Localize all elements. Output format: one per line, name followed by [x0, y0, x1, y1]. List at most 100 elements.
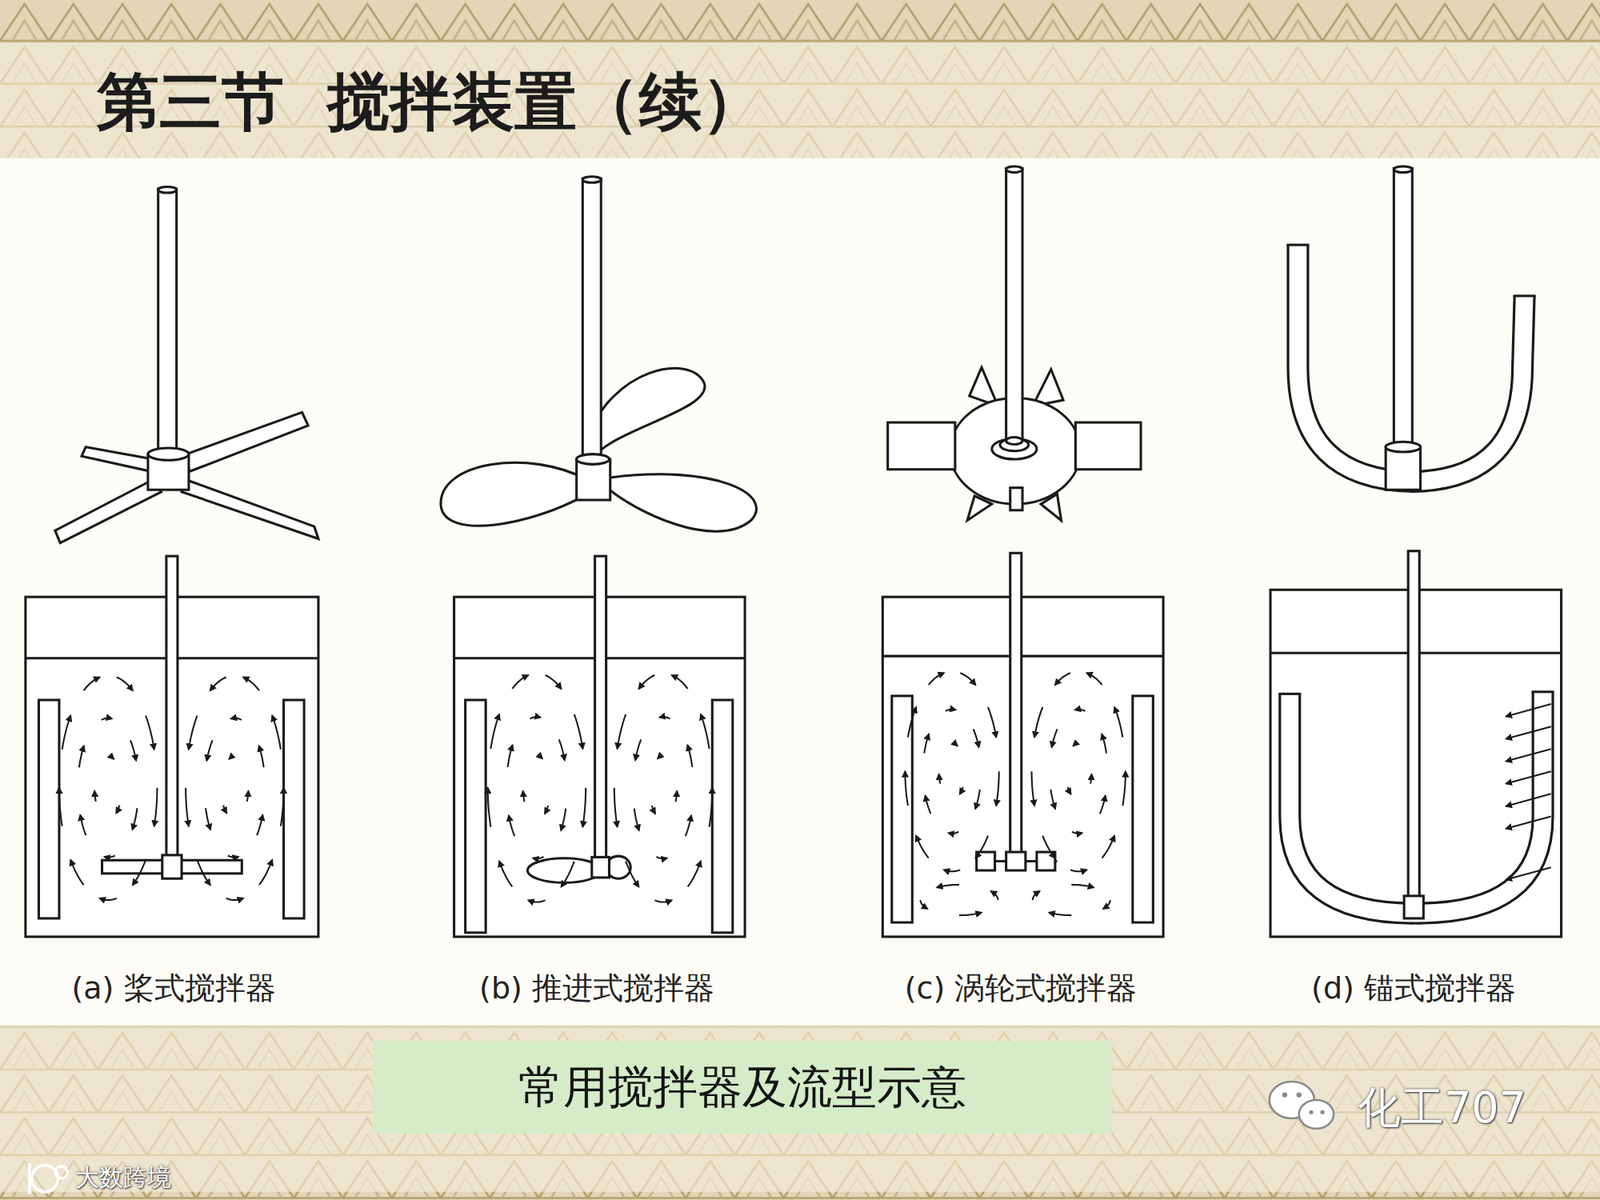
flow-arrow: [1506, 726, 1552, 739]
flow-arrow: [625, 861, 639, 888]
flow-arrow: [659, 716, 670, 719]
shaft: [166, 556, 178, 863]
baffle: [38, 700, 60, 919]
flow-arrow: [108, 756, 114, 760]
flow-arrow: [80, 815, 86, 836]
figure-caption: (a) 桨式搅拌器: [71, 971, 276, 1007]
baffle: [284, 700, 305, 919]
flow-arrow: [228, 756, 234, 760]
flow-arrow: [1075, 709, 1086, 712]
flow-arrow: [988, 707, 996, 738]
wechat-icon: [1269, 1081, 1334, 1129]
baffle: [1132, 696, 1154, 923]
flow-arrow: [559, 739, 565, 760]
flow-arrow: [532, 856, 544, 859]
flow-arrow: [280, 788, 284, 827]
flow-arrow: [185, 788, 189, 827]
shaft: [1010, 552, 1022, 860]
flow-arrow: [145, 716, 155, 750]
flow-arrow: [959, 912, 982, 916]
flow-arrow: [1103, 900, 1111, 909]
flow-arrow: [1506, 748, 1552, 761]
tank-anchor: [1270, 551, 1562, 937]
watermark: 大数跨境: [75, 1164, 172, 1192]
flow-arrow: [687, 744, 692, 767]
flow-arrow: [206, 740, 212, 760]
flow-arrow: [94, 791, 96, 802]
flow-arrow: [634, 808, 640, 831]
paddle-blade: [81, 447, 153, 472]
flow-arrow: [259, 860, 272, 885]
flow-arrow: [1506, 816, 1552, 828]
flow-arrow: [582, 788, 586, 828]
flow-arrow: [928, 672, 944, 685]
flow-arrow: [537, 756, 543, 759]
shaft-end: [1393, 166, 1412, 173]
turbine-impeller: [888, 166, 1141, 521]
flow-arrow: [508, 815, 515, 836]
flow-arrow: [100, 898, 117, 900]
flow-arrow: [960, 672, 976, 685]
figure-caption: (b) 推进式搅拌器: [479, 971, 715, 1007]
flow-arrow: [132, 860, 146, 885]
turbine-blade: [888, 422, 956, 470]
turbine-blade: [1006, 852, 1026, 871]
flow-arrow: [1042, 836, 1056, 859]
propeller-blade: [527, 858, 601, 884]
turbine-blade: [1075, 422, 1141, 470]
flow-arrow: [975, 836, 988, 859]
flow-arrow: [528, 900, 545, 902]
flow-arrow: [924, 734, 929, 754]
flow-arrow: [945, 709, 956, 712]
hub-top: [576, 454, 610, 465]
flow-arrow: [939, 774, 941, 784]
flow-arrow: [1050, 789, 1056, 809]
flow-arrow: [635, 739, 641, 760]
flow-arrow: [226, 898, 244, 900]
flow-arrow: [1100, 796, 1106, 815]
flow-arrow: [936, 884, 960, 888]
tank-wall: [882, 596, 1164, 937]
tank-turbine: [882, 552, 1164, 937]
flow-arrow: [1114, 707, 1123, 738]
shaft: [158, 188, 177, 456]
anchor-arm-end: [1286, 244, 1309, 247]
anchor-end: [1278, 692, 1301, 696]
paddle-blade: [55, 479, 162, 543]
liquid-surface: [882, 655, 1164, 658]
flow-arrow: [256, 815, 263, 836]
anchor-arm-end: [1513, 294, 1536, 297]
flow-arrow: [116, 805, 120, 814]
flow-arrow: [196, 860, 210, 885]
flow-arrow: [188, 716, 198, 750]
hub: [592, 856, 610, 878]
flow-arrow: [223, 805, 227, 814]
flow-arrow: [116, 677, 133, 692]
flow-arrow: [512, 675, 528, 689]
flow-arrow: [675, 791, 677, 802]
flow-arrow: [1122, 771, 1126, 806]
flow-arrow: [688, 861, 701, 888]
flow-arrow: [960, 787, 964, 795]
flow-arrow: [544, 805, 548, 814]
shaft: [595, 556, 607, 863]
figure-caption: (d) 锚式搅拌器: [1311, 971, 1516, 1007]
flow-arrow: [84, 677, 100, 692]
watermark: 化工707: [1357, 1083, 1527, 1133]
flow-arrow: [259, 745, 264, 768]
turbine-blade: [976, 852, 996, 871]
flow-arrow: [652, 805, 656, 814]
hub: [162, 855, 182, 879]
flow-arrow: [132, 808, 138, 830]
flow-arrow: [59, 788, 63, 827]
shaft: [1393, 168, 1412, 449]
flow-arrow: [574, 714, 584, 749]
flow-arrow: [654, 900, 672, 902]
slide-title: 第三节 搅拌装置（续）: [96, 66, 764, 139]
flow-arrow: [1032, 891, 1040, 900]
flow-arrow: [231, 718, 242, 720]
figure-caption: (c) 涡轮式搅拌器: [904, 971, 1138, 1007]
baffle: [712, 700, 733, 933]
